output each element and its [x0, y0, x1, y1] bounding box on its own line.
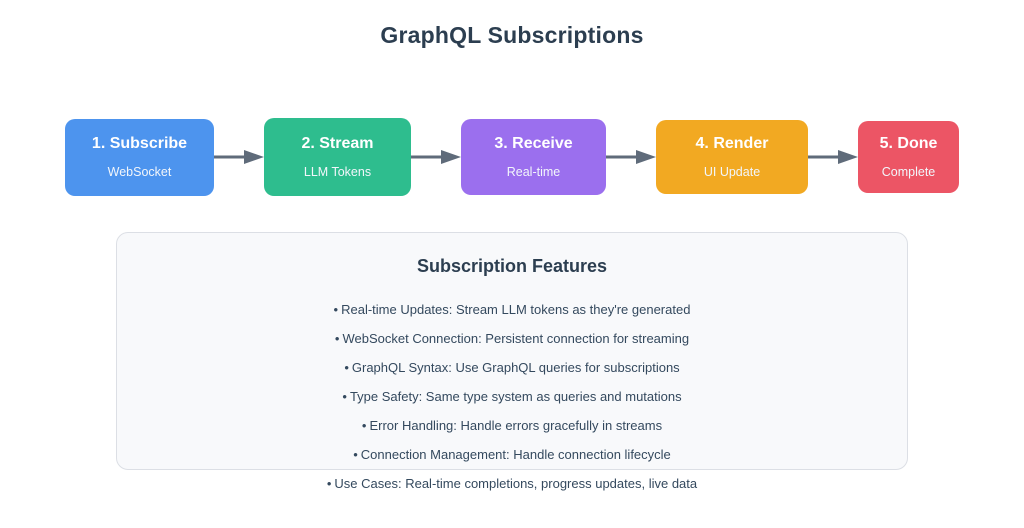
flow-node-title: 2. Stream — [301, 135, 374, 153]
list-item-label: Connection Management: Handle connection… — [360, 447, 671, 462]
list-item: •Real-time Updates: Stream LLM tokens as… — [117, 295, 907, 324]
list-item-label: Real-time Updates: Stream LLM tokens as … — [341, 302, 691, 317]
bullet-icon: • — [342, 389, 347, 404]
list-item-label: Error Handling: Handle errors gracefully… — [369, 418, 663, 433]
bullet-icon: • — [353, 447, 358, 462]
list-item: •Type Safety: Same type system as querie… — [117, 382, 907, 411]
list-item: •Error Handling: Handle errors gracefull… — [117, 411, 907, 440]
bullet-icon: • — [361, 418, 367, 433]
list-item: •Use Cases: Real-time completions, progr… — [117, 469, 907, 498]
flow-node-subtitle: Complete — [881, 164, 936, 179]
flow-arrow-2 — [411, 147, 461, 167]
flow-node-title: 5. Done — [879, 135, 938, 153]
list-item: •Connection Management: Handle connectio… — [117, 440, 907, 469]
bullet-icon: • — [326, 476, 332, 491]
list-item-label: WebSocket Connection: Persistent connect… — [342, 331, 690, 346]
flow-node-done[interactable]: 5. Done Complete — [858, 121, 959, 193]
flow-node-receive[interactable]: 3. Receive Real-time — [461, 119, 606, 195]
flow-node-render[interactable]: 4. Render UI Update — [656, 120, 808, 194]
flow-node-subtitle: Real-time — [506, 164, 561, 179]
flow-arrow-1 — [214, 147, 264, 167]
flow-node-stream[interactable]: 2. Stream LLM Tokens — [264, 118, 411, 196]
page-title: GraphQL Subscriptions — [380, 22, 644, 48]
flow-node-subtitle: WebSocket — [107, 164, 172, 179]
bullet-icon: • — [333, 302, 339, 317]
flow-node-title: 1. Subscribe — [91, 135, 188, 153]
list-item-label: Use Cases: Real-time completions, progre… — [334, 476, 698, 491]
list-item-label: GraphQL Syntax: Use GraphQL queries for … — [351, 360, 680, 375]
flow-diagram: 1. Subscribe WebSocket 2. Stream LLM Tok… — [65, 116, 959, 198]
features-heading: Subscription Features — [416, 256, 608, 276]
bullet-icon: • — [344, 360, 349, 375]
bullet-icon: • — [334, 331, 340, 346]
flow-arrow-3 — [606, 147, 656, 167]
list-item: •GraphQL Syntax: Use GraphQL queries for… — [117, 353, 907, 382]
subscription-features-panel: Subscription Features •Real-time Updates… — [116, 232, 908, 490]
flow-node-title: 4. Render — [695, 135, 769, 153]
flow-arrow-4 — [808, 147, 858, 167]
flow-node-title: 3. Receive — [494, 135, 573, 153]
list-item-label: Type Safety: Same type system as queries… — [349, 389, 682, 404]
flow-node-subtitle: UI Update — [703, 164, 761, 179]
features-list: •Real-time Updates: Stream LLM tokens as… — [117, 295, 907, 498]
list-item: •WebSocket Connection: Persistent connec… — [117, 324, 907, 353]
flow-node-subtitle: LLM Tokens — [303, 164, 372, 179]
flow-node-subscribe[interactable]: 1. Subscribe WebSocket — [65, 118, 214, 196]
